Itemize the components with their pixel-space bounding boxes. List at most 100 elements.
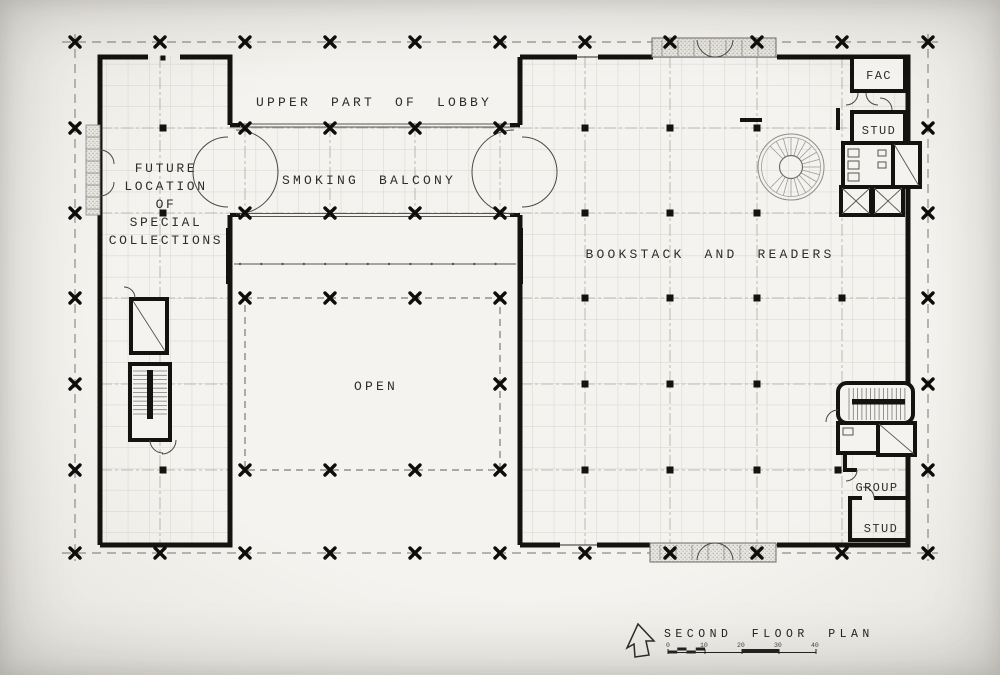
grid-x-mark	[323, 291, 337, 305]
grid-x-mark	[663, 546, 677, 560]
grid-x-mark	[750, 35, 764, 49]
scale-tick-30: 30	[774, 642, 782, 649]
column-marker	[666, 294, 674, 302]
grid-x-mark	[921, 546, 935, 560]
future-line-1: FUTURE	[135, 161, 197, 176]
grid-x-marks	[68, 35, 935, 560]
spiral-stair	[757, 133, 825, 201]
balcony-west-doors	[192, 129, 279, 215]
grid-x-mark	[663, 35, 677, 49]
left-wing: FUTURE LOCATION OF SPECIAL COLLECTIONS	[85, 54, 233, 548]
railing-tick	[366, 262, 369, 266]
grid-x-mark	[238, 35, 252, 49]
spiral-tread	[799, 145, 813, 159]
grid-x-mark	[750, 546, 764, 560]
grid-x-mark	[408, 291, 422, 305]
special-collections-label: FUTURE LOCATION OF SPECIAL COLLECTIONS	[109, 161, 221, 248]
grid-x-mark	[921, 206, 935, 220]
grid-x-mark	[408, 35, 422, 49]
spiral-tread	[793, 138, 800, 156]
column-marker	[581, 294, 589, 302]
spiral-tread	[775, 177, 786, 193]
column-marker	[581, 466, 589, 474]
future-line-4: SPECIAL	[130, 215, 203, 230]
grid-x-mark	[408, 463, 422, 477]
column-marker	[753, 124, 761, 132]
grid-x-mark	[238, 121, 252, 135]
study-door-swings	[845, 92, 893, 111]
railing-tick	[430, 262, 433, 266]
column-marker	[666, 124, 674, 132]
column-marker	[753, 380, 761, 388]
west-balcony-rungs	[86, 136, 100, 210]
grid-x-mark	[323, 35, 337, 49]
bookstack-label: BOOKSTACK AND READERS	[585, 247, 834, 262]
stud-bottom-label: STUD	[864, 522, 898, 536]
grid-x-mark	[835, 35, 849, 49]
grid-x-mark	[323, 121, 337, 135]
railing-tick	[473, 262, 476, 266]
grid-x-mark	[238, 291, 252, 305]
right-block-walls	[517, 54, 911, 548]
grid-x-mark	[323, 463, 337, 477]
grid-x-mark	[238, 206, 252, 220]
railing-tick	[260, 262, 263, 266]
grid-x-mark	[68, 463, 82, 477]
grid-x-mark	[493, 291, 507, 305]
scale-segment	[686, 650, 696, 654]
grid-x-mark	[921, 121, 935, 135]
grid-x-mark	[578, 35, 592, 49]
future-line-3: OF	[156, 197, 177, 212]
group-study-rooms: GROUP STUD	[843, 455, 910, 542]
railing-tick	[238, 262, 242, 266]
grid-x-mark	[921, 35, 935, 49]
grid-x-mark	[921, 377, 935, 391]
column-marker	[753, 294, 761, 302]
grid-x-mark	[238, 546, 252, 560]
railing-tick	[387, 262, 391, 266]
railing-stub-west	[226, 228, 231, 284]
grid-x-mark	[578, 546, 592, 560]
grid-x-mark	[835, 546, 849, 560]
railing-tick	[451, 262, 455, 266]
column-marker	[666, 466, 674, 474]
grid-x-mark	[493, 463, 507, 477]
left-stair	[128, 362, 177, 455]
spiral-tread	[796, 177, 807, 193]
grid-x-mark	[408, 121, 422, 135]
smoking-balcony: SMOKING BALCONY	[192, 123, 558, 217]
south-entry-doors	[696, 542, 734, 561]
column-marker	[581, 124, 589, 132]
scale-segment	[742, 649, 779, 653]
grid-x-mark	[68, 35, 82, 49]
left-shaft	[123, 286, 169, 355]
grid-x-mark	[238, 463, 252, 477]
left-wing-walls	[97, 54, 233, 548]
column-marker	[581, 380, 589, 388]
scale-bar: 0 10 20 30 40	[666, 642, 819, 654]
open-label: OPEN	[354, 379, 398, 394]
grid-x-mark	[493, 121, 507, 135]
scale-tick-40: 40	[811, 642, 819, 649]
railing-tick	[281, 262, 284, 266]
title-block: SECOND FLOOR PLAN 0 10 20 30 40	[625, 622, 874, 658]
faculty-study-suite: FAC STUD	[740, 55, 907, 147]
spiral-tread	[782, 178, 789, 196]
column-marker	[666, 209, 674, 217]
smoking-balcony-label: SMOKING BALCONY	[282, 173, 456, 188]
balcony-wall-stubs	[230, 123, 520, 217]
railing-tick	[494, 262, 497, 266]
group-study-walls	[843, 455, 910, 542]
sheet-title: SECOND FLOOR PLAN	[664, 628, 874, 641]
grid-x-mark	[408, 206, 422, 220]
spiral-tread	[775, 141, 786, 157]
scale-segment	[677, 647, 687, 651]
scale-segment	[695, 647, 705, 651]
grid-x-mark	[153, 35, 167, 49]
upper-lobby-label: UPPER PART OF LOBBY	[256, 95, 492, 110]
west-balcony-strip	[85, 124, 101, 216]
column-markers	[159, 55, 846, 474]
spiral-tread	[793, 178, 800, 196]
north-arrow-icon	[625, 622, 656, 658]
scale-segment	[668, 650, 678, 654]
